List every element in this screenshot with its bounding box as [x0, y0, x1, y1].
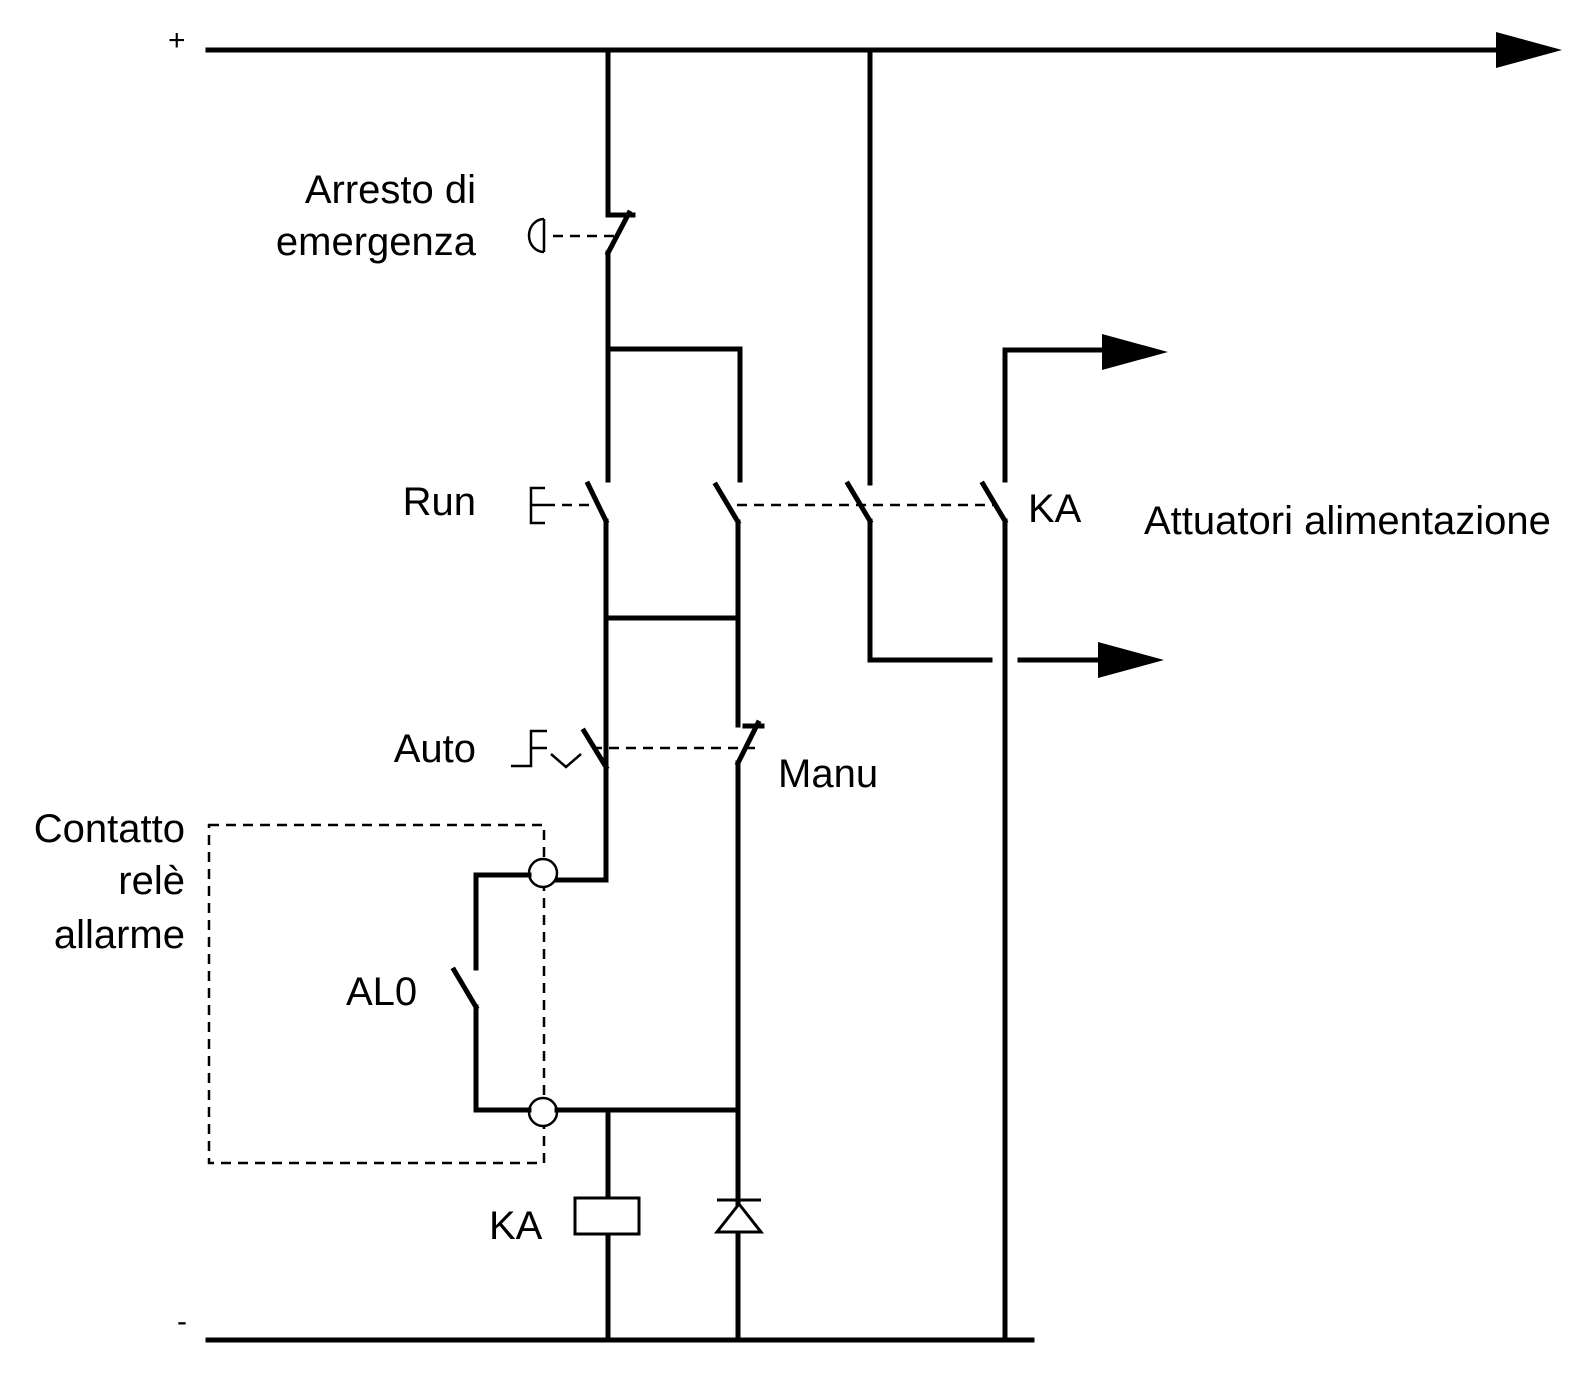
ka-self-hold-contact: [712, 481, 742, 728]
alarm-relay-label-1: Contatto: [34, 807, 185, 851]
actuator-upper-arrowhead: [1102, 334, 1168, 370]
auto-selector-symbol: [511, 729, 582, 769]
alarm-relay-label-3: allarme: [54, 913, 185, 957]
alarm-relay-label-2: relè: [118, 859, 185, 903]
emergency-stop-label-2: emergenza: [276, 220, 477, 264]
alarm-terminal-bottom: [527, 1096, 559, 1128]
manu-contact: [734, 719, 765, 1343]
ka-coil-symbol: [573, 1196, 641, 1236]
emergency-stop-contact: [604, 209, 636, 257]
negative-rail-label: -: [177, 1305, 187, 1338]
actuators-label: Attuatori alimentazione: [1144, 499, 1551, 543]
al0-contact: [450, 872, 532, 1113]
ka-power-contact-1: [844, 52, 993, 663]
auto-label: Auto: [394, 727, 476, 771]
actuator-lower-arrowhead: [1098, 642, 1164, 678]
al0-label: AL0: [346, 970, 417, 1014]
positive-rail-label: +: [168, 24, 186, 57]
ka-coil-label: KA: [489, 1204, 543, 1248]
run-contact: [552, 480, 610, 883]
ka-power-contact-2: [979, 347, 1113, 1343]
manu-label: Manu: [778, 752, 878, 796]
run-label: Run: [403, 480, 476, 524]
wire-column-b-link: [605, 346, 743, 483]
diode-symbol: [713, 1198, 765, 1234]
emergency-stop-actuator: [527, 217, 546, 254]
positive-rail-arrowhead: [1496, 32, 1562, 68]
emergency-stop-label-1: Arresto di: [305, 168, 476, 212]
alarm-relay-dashed-box: [207, 823, 546, 1165]
ka-contact-label: KA: [1028, 487, 1082, 531]
alarm-terminal-top: [527, 857, 559, 889]
run-button-symbol: [529, 486, 545, 525]
